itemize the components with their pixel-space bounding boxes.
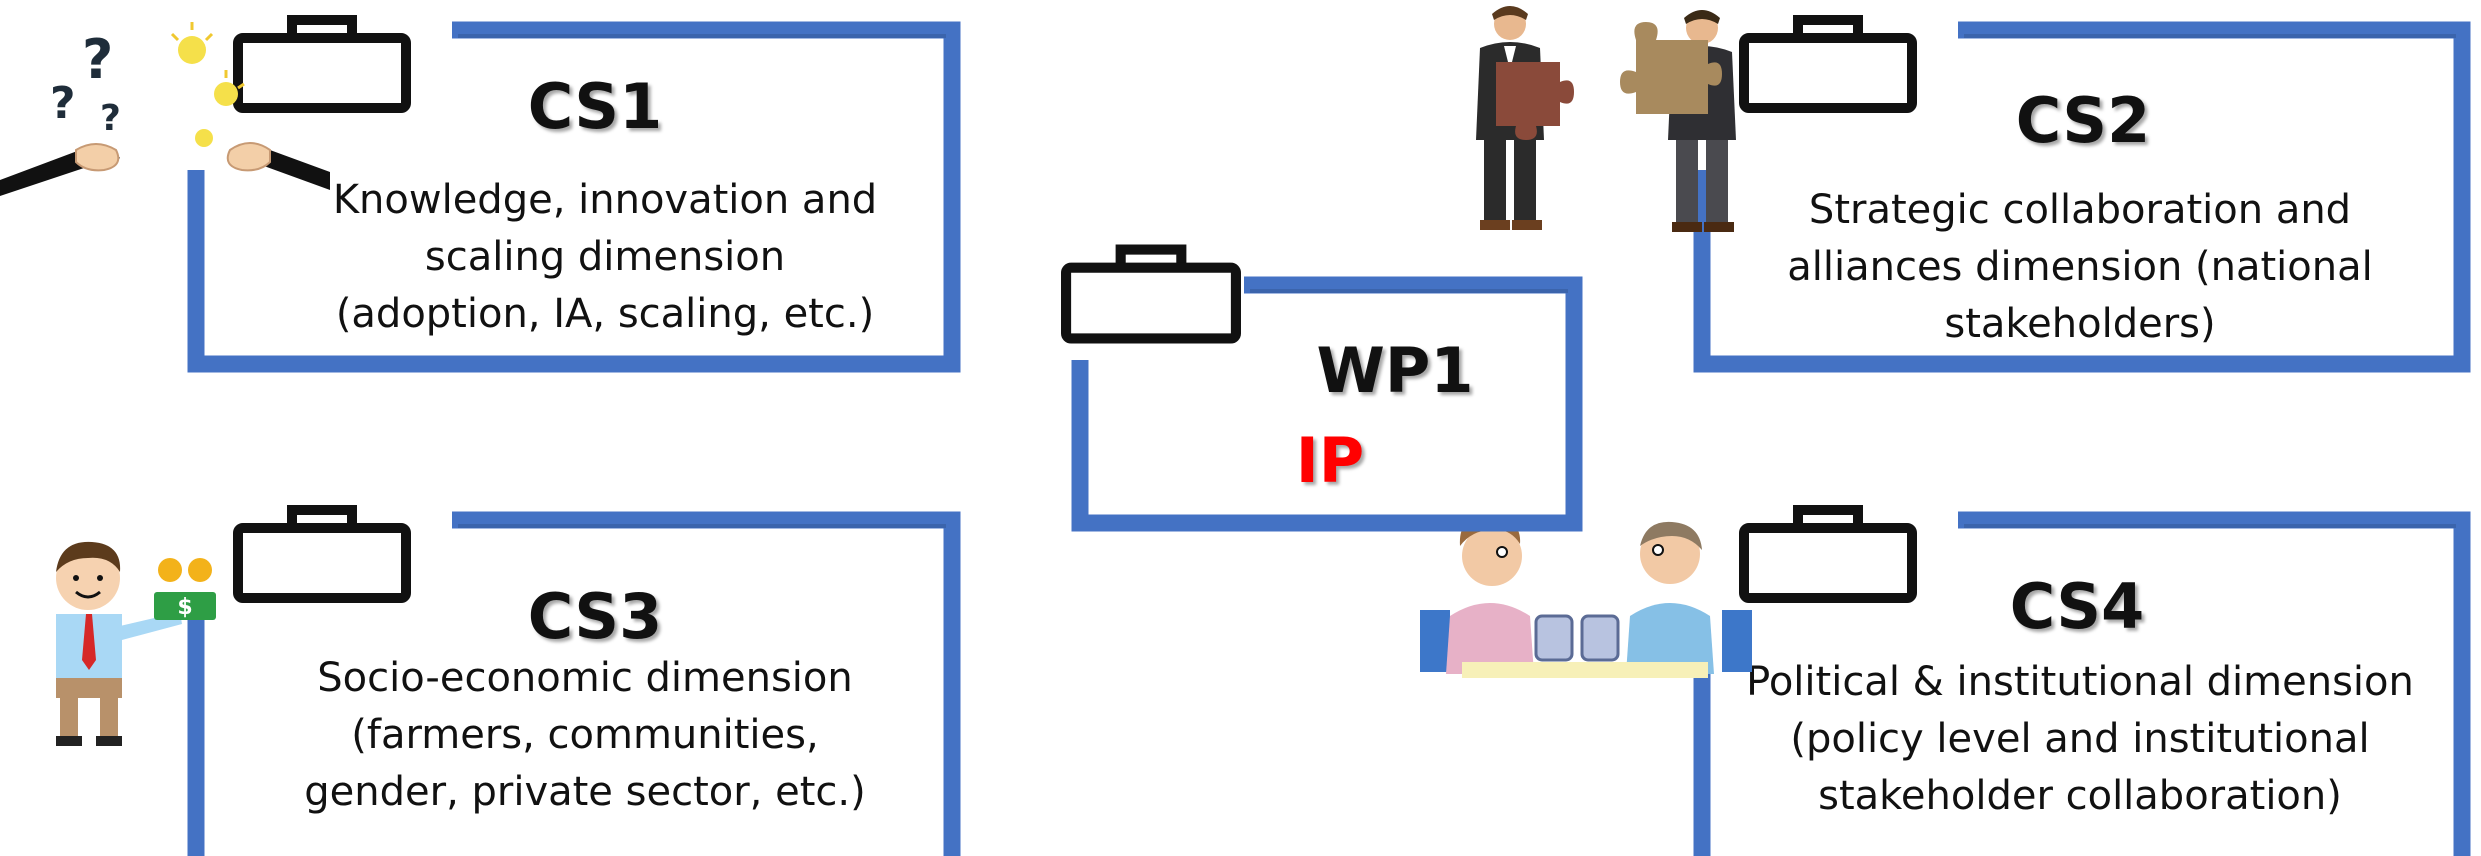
cs3-panel: CS3 Socio-economic dimension (farmers, c…	[0, 490, 1000, 856]
cs3-frame	[187, 511, 961, 856]
briefcase-icon	[233, 505, 411, 603]
wp1-frame	[1071, 276, 1583, 532]
cs2-line-1: Strategic collaboration and	[1808, 187, 2352, 233]
svg-text:?: ?	[50, 78, 76, 129]
businessman-money-icon: $	[56, 541, 216, 746]
cs2-line-3: stakeholders)	[1944, 301, 2216, 347]
cs1-line-2: scaling dimension	[424, 234, 786, 280]
cs3-title: CS3	[527, 580, 663, 653]
cs2-frame	[1693, 21, 2471, 373]
cs1-line-3: (adoption, IA, scaling, etc.)	[335, 291, 875, 337]
svg-text:?: ?	[100, 98, 121, 139]
cs2-title: CS2	[2015, 84, 2151, 157]
briefcase-icon	[233, 15, 411, 113]
briefcase-icon	[1061, 244, 1241, 344]
cs3-line-2: (farmers, communities,	[351, 712, 819, 758]
cs3-line-1: Socio-economic dimension	[317, 655, 853, 701]
cs4-line-2: (policy level and institutional	[1790, 716, 2370, 762]
question-hands-icon: ? ? ?	[0, 22, 330, 196]
cs1-title: CS1	[527, 70, 663, 143]
cs4-panel: CS4 Political & institutional dimension …	[1440, 490, 2481, 856]
cs2-line-2: alliances dimension (national	[1787, 244, 2373, 290]
cs2-description: Strategic collaboration and alliances di…	[1770, 182, 2390, 353]
puzzle-businessmen-icon	[1476, 6, 1736, 232]
cs4-line-3: stakeholder collaboration)	[1818, 773, 2342, 819]
wp1-title: WP1	[1316, 334, 1474, 407]
cs1-panel: CS1 Knowledge, innovation and scaling di…	[0, 0, 1000, 400]
cs4-description: Political & institutional dimension (pol…	[1740, 654, 2420, 825]
svg-text:$: $	[177, 595, 192, 620]
two-people-talking-icon	[1420, 515, 1752, 678]
cs3-line-3: gender, private sector, etc.)	[304, 769, 866, 815]
svg-text:?: ?	[82, 28, 113, 91]
wp1-panel: WP1 IP	[1050, 240, 1610, 540]
cs4-line-1: Political & institutional dimension	[1746, 659, 2414, 705]
cs1-frame	[187, 21, 961, 373]
wp1-ip-label: IP	[1295, 424, 1365, 497]
cs2-panel: CS2 Strategic collaboration and alliance…	[1440, 0, 2481, 400]
cs1-line-1: Knowledge, innovation and	[332, 177, 878, 223]
cs3-description: Socio-economic dimension (farmers, commu…	[280, 650, 890, 821]
briefcase-icon	[1739, 15, 1917, 113]
cs1-description: Knowledge, innovation and scaling dimens…	[300, 172, 910, 343]
cs4-title: CS4	[2009, 570, 2145, 643]
briefcase-icon	[1739, 505, 1917, 603]
